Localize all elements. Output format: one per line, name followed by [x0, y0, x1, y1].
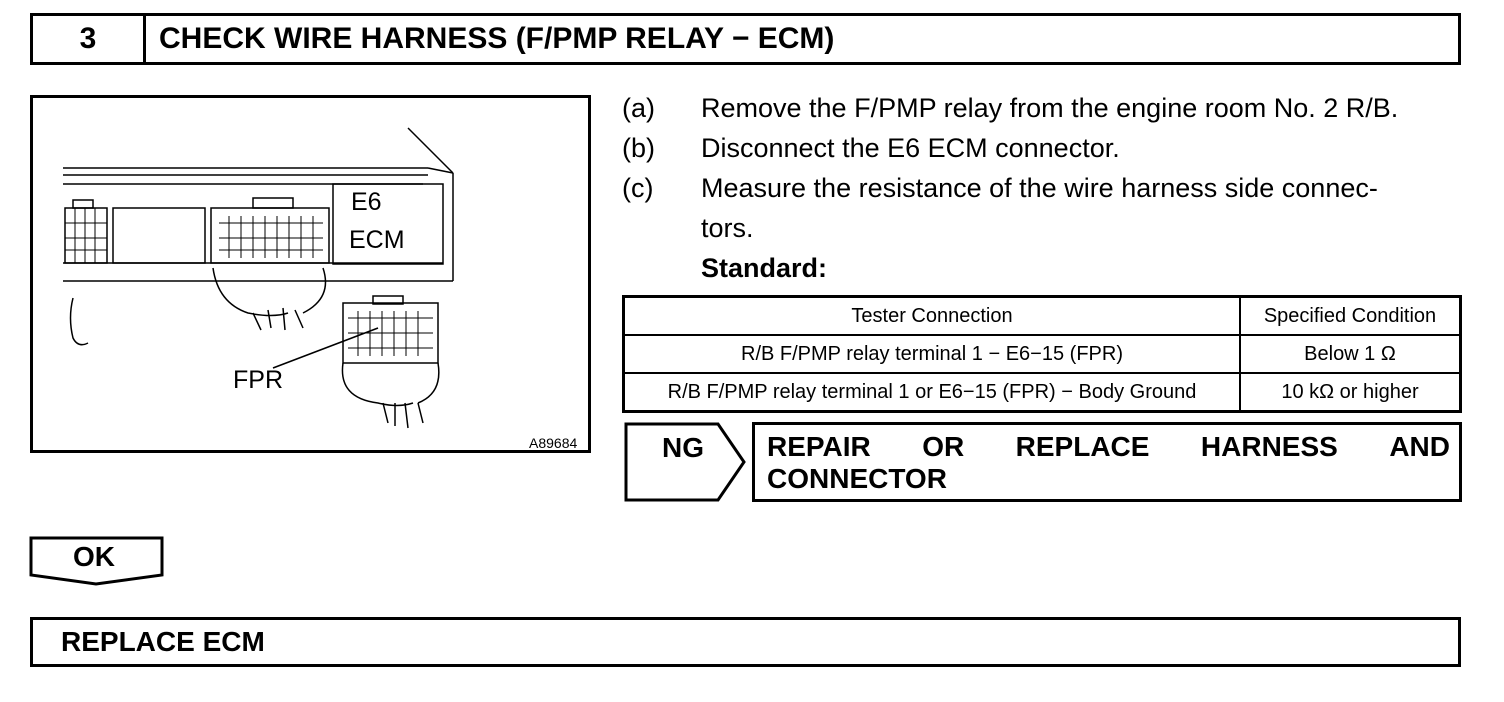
final-action-box: REPLACE ECM [30, 617, 1461, 667]
table-cell: R/B F/PMP relay terminal 1 or E6−15 (FPR… [622, 372, 1241, 413]
ng-action-box: REPAIR OR REPLACE HARNESS AND CONNECTOR [752, 422, 1462, 502]
spec-table: Tester Connection Specified Condition R/… [622, 295, 1462, 413]
fpr-label: FPR [233, 366, 283, 394]
step-letter: (c) [622, 173, 654, 203]
ecm-label: ECM [349, 226, 405, 254]
step-header: 3 CHECK WIRE HARNESS (F/PMP RELAY − ECM) [30, 13, 1461, 65]
step-letter: (a) [622, 93, 655, 123]
figure-id: A89684 [529, 435, 577, 451]
ng-word: REPAIR [767, 431, 871, 462]
ng-label: NG [662, 432, 704, 463]
step-text: Disconnect the E6 ECM connector. [701, 133, 1120, 163]
ng-action-line1: REPAIR OR REPLACE HARNESS AND [767, 431, 1450, 463]
step-text: Remove the F/PMP relay from the engine r… [701, 93, 1399, 123]
ng-word: REPLACE [1015, 431, 1150, 462]
step-title: CHECK WIRE HARNESS (F/PMP RELAY − ECM) [159, 22, 835, 55]
ng-word: HARNESS [1200, 431, 1338, 462]
table-header: Specified Condition [1239, 295, 1462, 336]
step-text: Measure the resistance of the wire harne… [701, 173, 1378, 203]
standard-label: Standard: [701, 253, 828, 283]
step-letter: (b) [622, 133, 655, 163]
table-cell: 10 kΩ or higher [1239, 372, 1462, 413]
ng-branch: NG REPAIR OR REPLACE HARNESS AND CONNECT… [622, 420, 1464, 504]
table-header: Tester Connection [622, 295, 1241, 336]
ng-arrow-icon [624, 422, 746, 502]
e6-label: E6 [351, 188, 382, 216]
ok-arrow-icon [29, 536, 164, 586]
ecm-connector-illustration: E6 ECM FPR A89684 [63, 127, 577, 451]
connector-figure: E6 ECM FPR A89684 [30, 95, 591, 453]
table-row: R/B F/PMP relay terminal 1 or E6−15 (FPR… [622, 372, 1462, 413]
ok-branch: OK [28, 535, 166, 587]
ng-word: OR [922, 431, 965, 462]
ng-action-line2: CONNECTOR [767, 463, 947, 494]
ng-word: AND [1389, 431, 1450, 462]
table-row: R/B F/PMP relay terminal 1 − E6−15 (FPR)… [622, 334, 1462, 374]
step-text-continued: tors. [701, 213, 754, 243]
ok-label: OK [73, 541, 115, 572]
table-cell: Below 1 Ω [1239, 334, 1462, 374]
table-cell: R/B F/PMP relay terminal 1 − E6−15 (FPR) [622, 334, 1241, 374]
step-number: 3 [33, 16, 146, 62]
table-header-row: Tester Connection Specified Condition [622, 295, 1462, 336]
